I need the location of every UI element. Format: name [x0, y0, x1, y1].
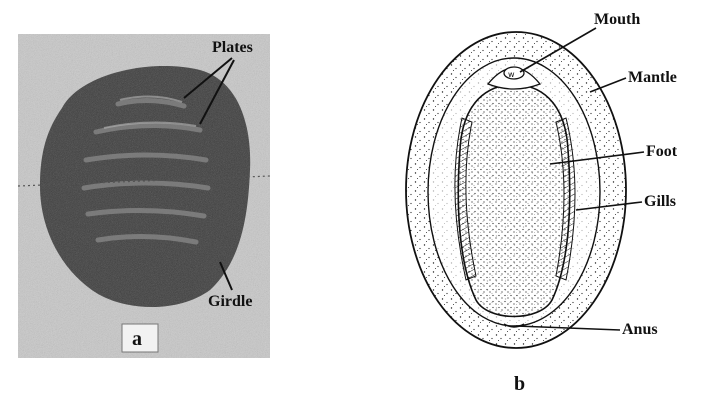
- gills-label: Gills: [644, 193, 676, 210]
- panel-a-letter: a: [132, 328, 142, 350]
- svg-text:w: w: [508, 70, 515, 79]
- panel-b: w Mouth Mantle Foot Gills Anus b: [406, 11, 678, 395]
- mantle-label: Mantle: [628, 69, 677, 86]
- foot: [458, 84, 569, 317]
- panel-a: Plates Girdle a: [18, 34, 270, 358]
- chiton-specimen: [40, 66, 250, 307]
- girdle-label: Girdle: [208, 293, 252, 310]
- panel-b-letter: b: [514, 373, 525, 395]
- foot-label: Foot: [646, 143, 678, 160]
- anus-label: Anus: [622, 321, 658, 338]
- plates-label: Plates: [212, 39, 253, 56]
- mouth-label: Mouth: [594, 11, 640, 28]
